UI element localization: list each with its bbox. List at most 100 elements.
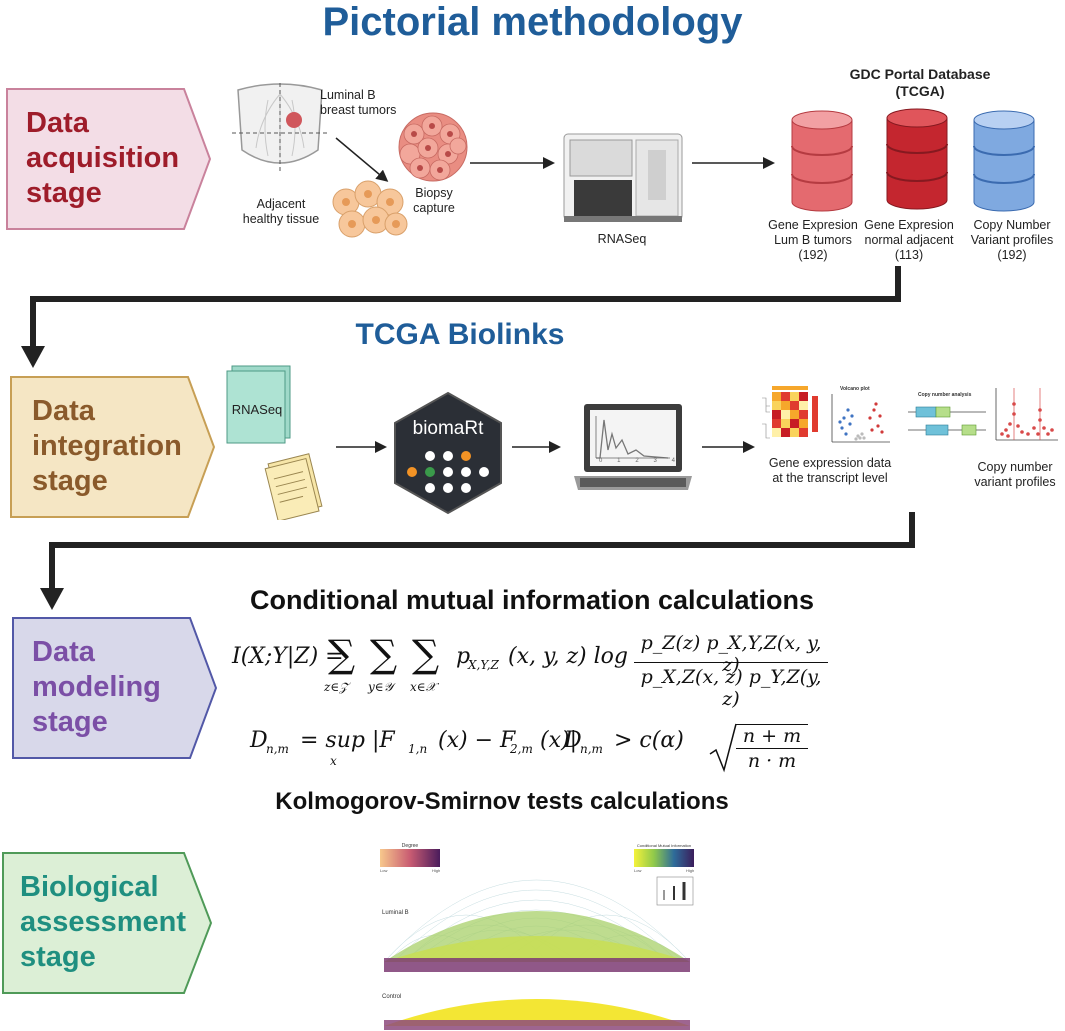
db3-line-3: (192) <box>997 248 1027 262</box>
cmi-low: Low <box>634 868 642 873</box>
stage-acquisition-line-3: stage <box>26 177 102 209</box>
connector-arrowhead-2 <box>40 588 64 610</box>
stage-integration-line-2: integration <box>32 430 182 462</box>
database-normal-icon <box>886 108 948 210</box>
ks2-subscript: n,m <box>580 742 603 756</box>
cnv-caption-line-2: variant profiles <box>974 475 1056 489</box>
stage-assessment-line-2: assessment <box>20 906 187 938</box>
stage-integration-line-1: Data <box>32 395 95 427</box>
control-network-label: Control <box>382 994 402 1000</box>
cnv-segments-icon <box>908 406 986 436</box>
stage-modeling-line-1: Data <box>32 636 95 668</box>
volcano-plot-icon <box>831 394 890 443</box>
cmi-numerator: p_Z(z) p_X,Y,Z(x, y, z) <box>640 632 822 676</box>
luminal-b-network-label: Luminal B <box>382 910 409 916</box>
cmi-lhs: I(X;Y|Z) = <box>232 644 344 669</box>
ks2-denominator: n · m <box>747 750 797 772</box>
db1-line-2: Lum B tumors <box>774 233 852 247</box>
connector-arrowhead-1 <box>21 346 45 368</box>
cmi-fraction-bar <box>634 662 828 663</box>
db2-line-3: (113) <box>894 248 924 262</box>
network-figure: Degree Low High Conditional Mutual Infor… <box>376 840 700 1030</box>
size-legend-icon <box>656 876 694 906</box>
stage-integration: Data integration stage <box>10 376 215 518</box>
sum-x-index: x∈𝒳 <box>410 680 436 694</box>
stage-acquisition-line-1: Data <box>26 107 89 139</box>
connector-acquisition-to-integration <box>30 266 901 346</box>
laptop-tick-3: 3 <box>653 458 657 464</box>
tumor-cells-icon <box>398 112 468 182</box>
cmi-colorbar <box>634 849 694 867</box>
degree-legend-title: Degree <box>401 843 419 849</box>
db3-line-1: Copy Number <box>973 218 1051 232</box>
ks2-lhs: D <box>564 728 582 753</box>
cnv-plot-title: Copy number analysis <box>918 392 972 398</box>
sqrt-overbar <box>736 724 808 725</box>
db1-line-1: Gene Expresion <box>768 218 858 232</box>
arrow-mammo-to-biopsy <box>335 137 389 182</box>
ks-f2-subscript: 2,m <box>510 742 533 756</box>
degree-low: Low <box>380 868 388 873</box>
biomart-logo <box>394 391 502 515</box>
heatmap-icon <box>762 386 818 439</box>
degree-high: High <box>432 868 441 873</box>
database-cnv-icon <box>973 110 1035 212</box>
cmi-heading: Conditional mutual information calculati… <box>249 585 815 615</box>
laptop-icon <box>574 404 692 490</box>
healthy-label-line-1: Adjacent <box>256 197 306 211</box>
integration-heading: TCGA Biolinks <box>355 318 565 351</box>
laptop-tick-1: 1 <box>617 458 621 464</box>
stage-acquisition-shape <box>6 88 211 230</box>
expression-caption-line-2: at the transcript level <box>772 471 888 485</box>
sum-y-index: y∈𝒴 <box>368 680 394 694</box>
stage-assessment: Biological assessment stage <box>2 852 212 994</box>
cmi-denominator: p_X,Z(x, z) p_Y,Z(y, z) <box>640 666 822 710</box>
cmi-formula: I(X;Y|Z) = ∑ z∈𝒵 ∑ y∈𝒴 ∑ x∈𝒳 p X,Y,Z (x,… <box>232 632 852 710</box>
db-title-line-1: GDC Portal Database <box>849 66 991 82</box>
laptop-tick-0: 0 <box>599 458 603 464</box>
degree-colorbar <box>380 849 440 867</box>
joint-subscript: X,Y,Z <box>468 658 499 672</box>
stage-modeling: Data modeling stage <box>12 617 217 759</box>
sequencer-label: RNASeq <box>597 232 647 246</box>
database-lumb-icon <box>791 110 853 212</box>
joint-args: (x, y, z) log <box>508 644 629 669</box>
tumor-label-line-1: Luminal B <box>320 88 376 102</box>
cmi-high: High <box>686 868 695 873</box>
cmi-legend-title: Conditional Mutual Information <box>636 843 692 848</box>
biopsy-label-line-2: capture <box>413 201 455 215</box>
sum-z-index: z∈𝒵 <box>324 680 349 694</box>
stage-modeling-shape <box>12 617 217 759</box>
ks2-relation: > c(α) <box>614 728 684 753</box>
db2-line-2: normal adjacent <box>864 233 954 247</box>
ks-lhs: D <box>250 728 268 753</box>
healthy-cells-icon <box>332 180 408 238</box>
ks-f1-subscript: 1,n <box>408 742 428 756</box>
ks-end: (x)| <box>540 728 577 753</box>
ks-sup: = sup |F <box>300 728 395 753</box>
ks-mid: (x) − F <box>438 728 516 753</box>
laptop-tick-4: 4 <box>671 458 675 464</box>
db3-line-2: Variant profiles <box>970 233 1054 247</box>
stage-acquisition: Data acquisition stage <box>6 88 211 230</box>
biomart-label: biomaRt <box>412 418 484 439</box>
ks-sup-subscript: x <box>330 754 337 768</box>
stage-integration-line-3: stage <box>32 465 108 497</box>
sum-symbol-y: ∑ <box>370 632 398 676</box>
laptop-tick-2: 2 <box>635 458 639 464</box>
cnv-lollipop-icon <box>995 388 1058 441</box>
sqrt-sign <box>709 723 737 773</box>
stage-assessment-line-3: stage <box>20 941 96 973</box>
ks2-numerator: n + m <box>742 725 802 747</box>
network-arcs <box>384 879 690 1030</box>
ks-lhs-subscript: n,m <box>266 742 289 756</box>
stage-modeling-line-3: stage <box>32 706 108 738</box>
page-title: Pictorial methodology <box>322 0 743 44</box>
db2-line-1: Gene Expresion <box>864 218 954 232</box>
database-group <box>791 108 1035 212</box>
biopsy-label-line-1: Biopsy <box>415 186 453 200</box>
rnaseq-document-icon <box>226 365 291 444</box>
ks2-fraction-bar <box>736 748 808 749</box>
stage-acquisition-line-2: acquisition <box>26 142 180 174</box>
cnv-caption-line-1: Copy number <box>977 460 1053 474</box>
